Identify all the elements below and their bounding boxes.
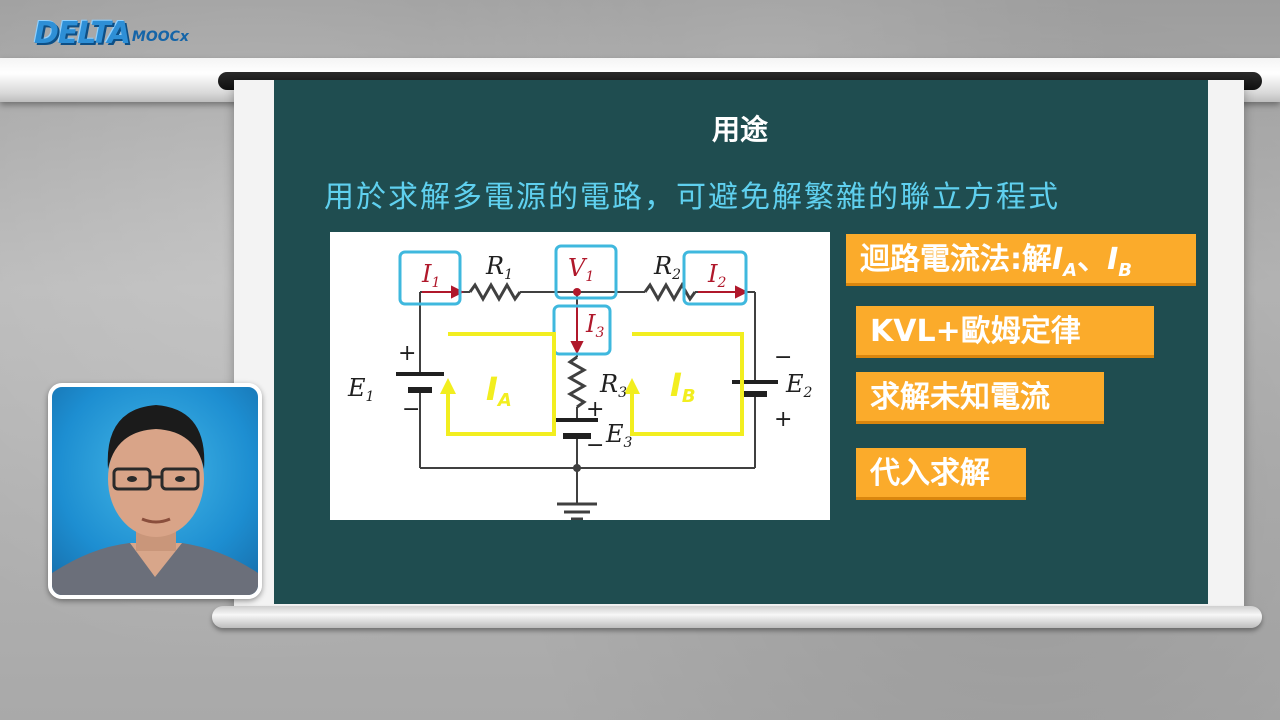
loop-b-arrowhead xyxy=(624,378,640,394)
projector-screen-bottom-roller xyxy=(212,606,1262,628)
label-i1: I1 xyxy=(421,260,440,291)
resistor-r2 xyxy=(643,281,697,303)
label-e1-minus: − xyxy=(402,397,420,422)
label-i2: I2 xyxy=(707,260,726,291)
label-r3: R3 xyxy=(599,370,627,401)
tag-loop-sep: 、 xyxy=(1077,242,1108,277)
resistor-r3 xyxy=(566,355,588,409)
label-loop-ia: IA xyxy=(486,370,512,411)
current-arrow-i3-head xyxy=(570,341,584,355)
tag-loop-ib: I xyxy=(1107,242,1119,277)
tag-solve-current: 求解未知電流 xyxy=(856,372,1104,424)
tag-loop-current-method: 迴路電流法:解IA、IB xyxy=(846,234,1196,286)
battery-e3 xyxy=(556,418,598,439)
label-e3-minus: − xyxy=(586,433,604,458)
current-arrow-i2-head xyxy=(735,285,749,299)
loop-a-path xyxy=(446,332,556,436)
tag-kvl-ohm: KVL+歐姆定律 xyxy=(856,306,1154,358)
logo-main-text: DELTA xyxy=(34,15,131,51)
battery-e1 xyxy=(396,372,444,393)
slide-subtitle: 用於求解多電源的電路，可避免解繁雜的聯立方程式 xyxy=(324,180,1060,215)
circuit-svg: I1 R1 V1 R2 I2 I3 E1 R3 E3 E2 + − − + + … xyxy=(347,244,813,521)
label-e3-plus: + xyxy=(586,397,604,422)
highlight-box-v1 xyxy=(554,244,618,300)
tag-loop-method-text: 迴路電流法:解 xyxy=(860,242,1052,277)
label-e1-plus: + xyxy=(398,341,416,366)
label-e1: E1 xyxy=(347,374,374,405)
label-e3: E3 xyxy=(605,420,633,451)
ground-symbol xyxy=(557,502,597,521)
tag-loop-ib-sub: B xyxy=(1118,260,1133,281)
label-e2: E2 xyxy=(785,370,813,401)
highlight-box-i1 xyxy=(398,250,462,306)
tag-loop-ia-sub: A xyxy=(1063,260,1078,281)
node-v1-dot xyxy=(573,288,581,296)
tag-substitute: 代入求解 xyxy=(856,448,1026,500)
label-r1: R1 xyxy=(485,252,513,283)
label-r2: R2 xyxy=(653,252,681,283)
resistor-r1 xyxy=(468,281,522,303)
logo-sub-text: MOOCx xyxy=(131,29,189,45)
presenter-video xyxy=(48,383,262,599)
current-arrow-i1-head xyxy=(451,285,465,299)
tag-loop-ia: I xyxy=(1052,242,1064,277)
brand-logo: DELTA MOOCx xyxy=(34,14,224,52)
presenter-figure xyxy=(52,405,258,595)
label-e2-minus: − xyxy=(774,345,792,370)
slide-title: 用途 xyxy=(711,113,768,146)
loop-a-arrowhead xyxy=(440,378,456,394)
node-bottom-dot xyxy=(573,464,581,472)
label-i3: I3 xyxy=(585,310,604,341)
label-e2-plus: + xyxy=(774,407,792,432)
label-v1: V1 xyxy=(568,254,594,285)
circuit-diagram: I1 R1 V1 R2 I2 I3 E1 R3 E3 E2 + − − + + … xyxy=(330,232,830,521)
label-loop-ib: IB xyxy=(670,366,696,407)
highlight-box-i3 xyxy=(552,304,612,356)
highlight-box-i2 xyxy=(682,250,748,306)
loop-b-path xyxy=(630,332,744,436)
battery-e2 xyxy=(732,380,778,397)
